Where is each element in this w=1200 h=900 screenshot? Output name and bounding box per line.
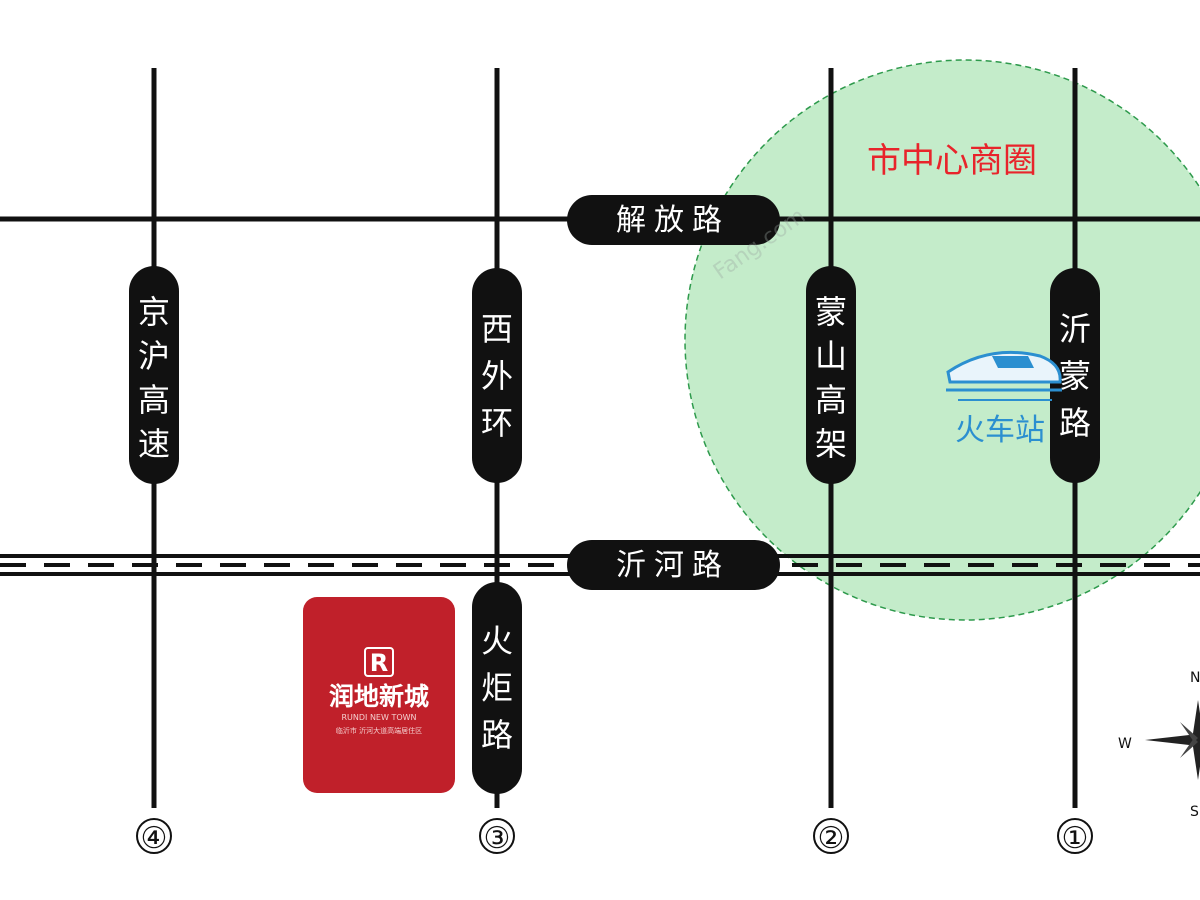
road-label-xiwaihuan-char: 环 (481, 404, 513, 442)
road-label-huoju-char: 路 (481, 716, 513, 754)
road-label-yimeng-char: 沂 (1059, 310, 1091, 348)
road-label-mengshan-char: 高 (815, 381, 847, 419)
road-marker-2: ② (813, 818, 849, 856)
road-label-jiefang: 解放路 (567, 195, 780, 245)
train-station: 火车站 (946, 350, 1062, 448)
compass-north: N (1190, 670, 1200, 686)
project-logo-icon: R (364, 647, 394, 677)
road-label-mengshan-char: 架 (815, 425, 847, 463)
road-label-yihe: 沂河路 (567, 540, 780, 590)
road-marker-2-text: ② (818, 821, 845, 856)
road-label-xiwaihuan-char: 西 (481, 310, 513, 348)
project-tagline: 临沂市 沂河大道高端居住区 (336, 726, 422, 735)
road-label-mengshan-char: 山 (815, 337, 847, 375)
road-marker-1-text: ① (1062, 821, 1089, 856)
road-label-yimeng-char: 蒙 (1059, 357, 1091, 395)
project-subtitle: RUNDI NEW TOWN (341, 713, 416, 722)
road-label-xiwaihuan-char: 外 (481, 357, 513, 395)
compass-south: S (1190, 804, 1199, 820)
project-marker: R 润地新城 RUNDI NEW TOWN 临沂市 沂河大道高端居住区 (303, 597, 455, 793)
project-name: 润地新城 (329, 682, 429, 711)
road-marker-4: ④ (136, 818, 172, 856)
road-label-jinghu-char: 高 (138, 381, 170, 419)
road-label-jinghu: 京 沪 高 速 (129, 266, 179, 484)
road-marker-1: ① (1057, 818, 1093, 856)
compass-west: W (1118, 736, 1132, 752)
road-label-mengshan-char: 蒙 (815, 293, 847, 331)
road-label-mengshan: 蒙 山 高 架 (806, 266, 856, 484)
road-label-yimeng-char: 路 (1059, 404, 1091, 442)
road-marker-3-text: ③ (484, 821, 511, 856)
business-zone-label: 市中心商圈 (867, 141, 1037, 181)
road-marker-3: ③ (479, 818, 515, 856)
road-label-jinghu-char: 京 (138, 293, 170, 331)
train-icon (946, 350, 1062, 401)
road-label-yihe-text: 沂河路 (616, 548, 730, 583)
road-label-huoju: 火 炬 路 (472, 582, 522, 794)
road-label-jinghu-char: 速 (138, 425, 170, 463)
train-station-label: 火车站 (955, 413, 1045, 448)
road-label-yimeng: 沂 蒙 路 (1050, 268, 1100, 483)
road-label-huoju-char: 炬 (481, 669, 513, 707)
road-label-xiwaihuan: 西 外 环 (472, 268, 522, 483)
project-logo-letter: R (370, 649, 388, 677)
road-label-huoju-char: 火 (481, 622, 513, 660)
road-marker-4-text: ④ (141, 821, 168, 856)
road-label-jiefang-text: 解放路 (616, 203, 730, 238)
compass-rose: N W S (1118, 670, 1200, 820)
road-label-jinghu-char: 沪 (138, 337, 170, 375)
